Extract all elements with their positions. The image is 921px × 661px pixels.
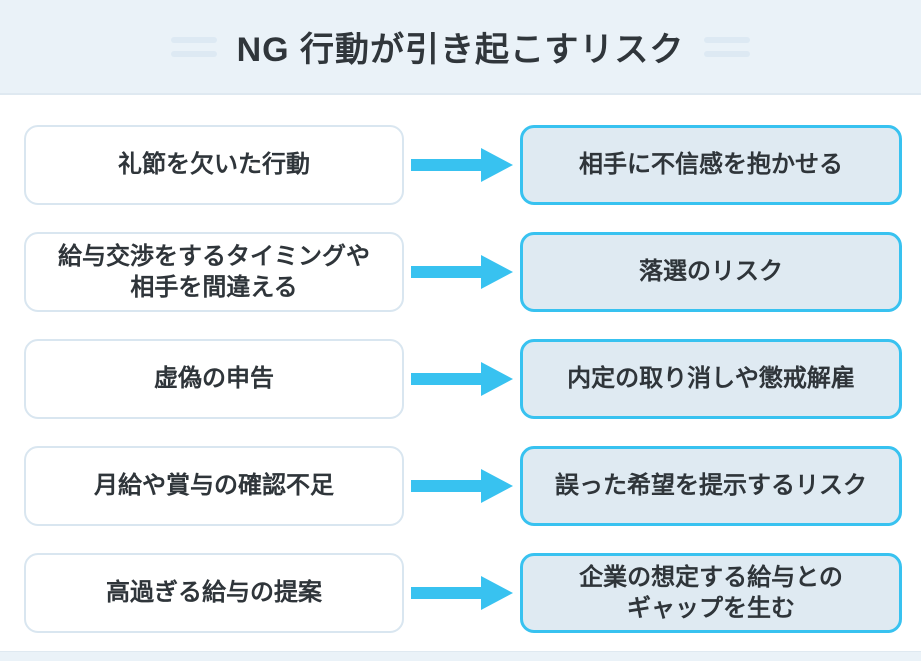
title-decoration-right <box>704 36 751 57</box>
row-5: 高過ぎる給与の提案 企業の想定する給与との ギャップを生む <box>24 553 902 633</box>
title-decoration-left <box>170 36 217 57</box>
right-arrow-icon <box>411 576 513 610</box>
risk-label: 相手に不信感を抱かせる <box>579 151 843 179</box>
arrow-wrap <box>404 339 520 419</box>
risk-label: 落選のリスク <box>639 258 783 286</box>
right-arrow-icon <box>411 255 513 289</box>
cause-box: 高過ぎる給与の提案 <box>24 553 404 633</box>
cause-box: 月給や賞与の確認不足 <box>24 446 404 526</box>
arrow-wrap <box>404 446 520 526</box>
risk-box: 相手に不信感を抱かせる <box>520 125 902 205</box>
cause-label: 虚偽の申告 <box>154 365 274 393</box>
arrow-wrap <box>404 232 520 312</box>
row-2: 給与交渉をするタイミングや 相手を間違える 落選のリスク <box>24 232 902 312</box>
right-arrow-icon <box>411 469 513 503</box>
row-1: 礼節を欠いた行動 相手に不信感を抱かせる <box>24 125 902 205</box>
page-title: NG 行動が引き起こすリスク <box>236 31 685 69</box>
footer-band <box>0 651 921 661</box>
decoration-bar <box>170 36 217 43</box>
right-arrow-icon <box>411 148 513 182</box>
right-arrow-icon <box>411 362 513 396</box>
rows-container: 礼節を欠いた行動 相手に不信感を抱かせる 給与交渉をするタイミングや 相手を間違… <box>0 95 921 633</box>
row-4: 月給や賞与の確認不足 誤った希望を提示するリスク <box>24 446 902 526</box>
risk-box: 落選のリスク <box>520 232 902 312</box>
risk-box: 内定の取り消しや懲戒解雇 <box>520 339 902 419</box>
cause-label: 月給や賞与の確認不足 <box>94 472 334 500</box>
cause-box: 給与交渉をするタイミングや 相手を間違える <box>24 232 404 312</box>
header-band: NG 行動が引き起こすリスク <box>0 0 921 95</box>
cause-label: 礼節を欠いた行動 <box>118 151 310 179</box>
risk-label: 企業の想定する給与との ギャップを生む <box>579 563 843 622</box>
row-3: 虚偽の申告 内定の取り消しや懲戒解雇 <box>24 339 902 419</box>
risk-box: 誤った希望を提示するリスク <box>520 446 902 526</box>
decoration-bar <box>170 50 217 57</box>
decoration-bar <box>704 36 751 43</box>
cause-box: 虚偽の申告 <box>24 339 404 419</box>
risk-label: 内定の取り消しや懲戒解雇 <box>567 365 855 393</box>
risk-box: 企業の想定する給与との ギャップを生む <box>520 553 902 633</box>
risk-label: 誤った希望を提示するリスク <box>555 472 867 500</box>
arrow-wrap <box>404 125 520 205</box>
decoration-bar <box>704 50 751 57</box>
cause-label: 高過ぎる給与の提案 <box>106 579 322 607</box>
cause-label: 給与交渉をするタイミングや 相手を間違える <box>58 242 370 301</box>
arrow-wrap <box>404 553 520 633</box>
cause-box: 礼節を欠いた行動 <box>24 125 404 205</box>
